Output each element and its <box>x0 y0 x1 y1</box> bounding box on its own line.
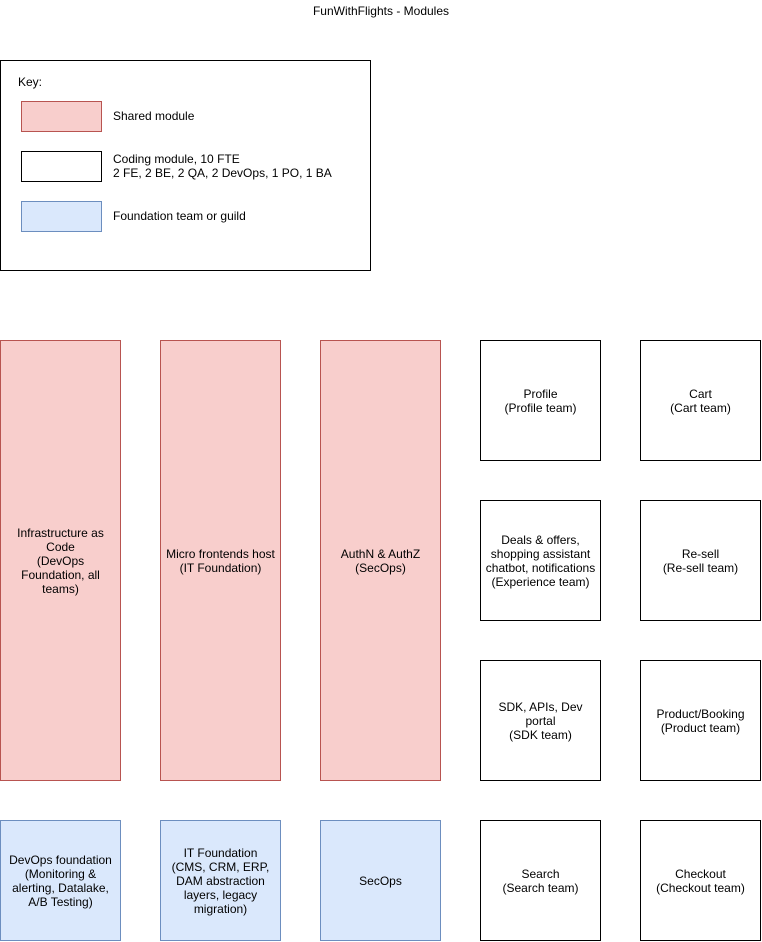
module-label: Cart (Cart team) <box>670 386 731 415</box>
legend: Key: Shared module Coding module, 10 FTE… <box>0 60 371 271</box>
module-label: Search (Search team) <box>502 866 579 895</box>
legend-heading: Key: <box>18 75 43 89</box>
legend-swatch-shared <box>21 101 102 132</box>
module-authn-authz[interactable]: AuthN & AuthZ (SecOps) <box>320 340 441 781</box>
module-label: Profile (Profile team) <box>504 386 577 415</box>
legend-swatch-foundation <box>21 201 102 232</box>
legend-swatch-coding <box>21 151 102 182</box>
module-secops[interactable]: SecOps <box>320 820 441 941</box>
module-label: Checkout (Checkout team) <box>656 866 745 895</box>
module-it-foundation[interactable]: IT Foundation (CMS, CRM, ERP, DAM abstra… <box>160 820 281 941</box>
module-label: AuthN & AuthZ (SecOps) <box>340 546 421 575</box>
module-devops-foundation[interactable]: DevOps foundation (Monitoring & alerting… <box>0 820 121 941</box>
module-profile[interactable]: Profile (Profile team) <box>480 340 601 461</box>
module-sdk[interactable]: SDK, APIs, Dev portal (SDK team) <box>480 660 601 781</box>
module-micro-frontends-host[interactable]: Micro frontends host (IT Foundation) <box>160 340 281 781</box>
module-label: SecOps <box>359 873 402 888</box>
legend-label-shared: Shared module <box>113 109 195 123</box>
legend-label-foundation: Foundation team or guild <box>113 209 246 223</box>
module-product-booking[interactable]: Product/Booking (Product team) <box>640 660 761 781</box>
module-label: Deals & offers, shopping assistant chatb… <box>485 532 596 589</box>
module-cart[interactable]: Cart (Cart team) <box>640 340 761 461</box>
module-label: DevOps foundation (Monitoring & alerting… <box>9 852 112 909</box>
legend-label-coding: Coding module, 10 FTE 2 FE, 2 BE, 2 QA, … <box>113 152 332 180</box>
module-label: Re-sell (Re-sell team) <box>662 546 739 575</box>
module-label: IT Foundation (CMS, CRM, ERP, DAM abstra… <box>171 845 270 916</box>
module-label: SDK, APIs, Dev portal (SDK team) <box>498 699 583 742</box>
diagram-title: FunWithFlights - Modules <box>312 4 450 18</box>
module-search[interactable]: Search (Search team) <box>480 820 601 941</box>
module-resell[interactable]: Re-sell (Re-sell team) <box>640 500 761 621</box>
module-checkout[interactable]: Checkout (Checkout team) <box>640 820 761 941</box>
module-infrastructure-as-code[interactable]: Infrastructure as Code (DevOps Foundatio… <box>0 340 121 781</box>
module-label: Micro frontends host (IT Foundation) <box>166 546 275 575</box>
module-deals-offers[interactable]: Deals & offers, shopping assistant chatb… <box>480 500 601 621</box>
module-label: Infrastructure as Code (DevOps Foundatio… <box>17 525 104 596</box>
module-label: Product/Booking (Product team) <box>656 706 745 735</box>
